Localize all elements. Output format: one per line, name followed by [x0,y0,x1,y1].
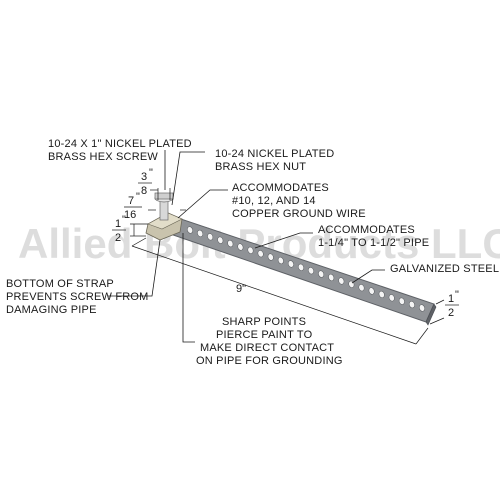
dim-screw-width-den: 8 [141,185,147,197]
strap-hole [207,233,214,241]
wire-label-line3: COPPER GROUND WIRE [232,208,366,220]
strap-hole [328,273,335,282]
grounding-strap [148,217,437,326]
leader-lines [108,150,385,343]
dim-strap-right-den: 2 [448,307,454,319]
callouts: 10-24 X 1" NICKEL PLATED BRASS HEX SCREW… [6,138,499,367]
strap-holes [187,226,425,312]
strap-hole [217,236,224,244]
material-label: GALVANIZED STEEL [390,263,499,275]
dim-strap-right-unit: " [455,289,459,301]
strap-hole [338,277,345,285]
bottom-label-line3: DAMAGING PIPE [6,304,97,316]
dim-strap-width-left: 1 " 2 [112,214,126,244]
strap-hole [419,304,425,312]
strap-hole [247,246,254,254]
nut-label-line1: 10-24 NICKEL PLATED [215,148,334,160]
strap-hole [318,270,325,278]
strap-hole [368,287,375,295]
nut-label-line2: BRASS HEX NUT [215,161,306,173]
wire-label-line2: #10, 12, AND 14 [232,195,316,207]
dim-screw-width: 3 " 8 [138,167,153,197]
pipe-label-line2: 1-1/4" TO 1-1/2" PIPE [318,237,429,249]
strap-hole [398,297,405,305]
dim-nut-width: 7 " 16 [124,191,142,221]
dimension-lines [130,188,445,345]
strap-hole [257,250,264,258]
strap-hole [287,260,294,268]
hex-nut [145,212,183,241]
strap-hole [187,226,193,234]
strap-hole [308,267,314,275]
screw-label-line2: BRASS HEX SCREW [48,151,158,163]
points-label-line3: MAKE DIRECT CONTACT [200,342,334,354]
strap-hole [237,243,244,251]
bottom-label-line2: PREVENTS SCREW FROM [6,291,149,303]
strap-hole [408,301,415,309]
dim-strap-left-unit: " [122,214,126,226]
dim-screw-width-num: 3 [141,171,147,183]
strap-hole [298,263,304,271]
dim-strap-left-den: 2 [115,232,121,244]
dim-nut-width-unit: " [136,191,140,203]
points-label-line4: ON PIPE FOR GROUNDING [196,355,343,367]
wire-label-line1: ACCOMMODATES [232,182,329,194]
points-label-line2: PIERCE PAINT TO [216,329,313,341]
screw-label-line1: 10-24 X 1" NICKEL PLATED [48,138,192,150]
strap-hole [197,229,204,237]
dimension-labels: 3 " 8 7 " 16 1 " 2 9" 1 " 2 [112,167,459,319]
dim-strap-width-right: 1 " 2 [445,289,459,319]
strap-hole [388,294,395,302]
strap-hole [267,253,274,261]
strap-hole [378,290,385,298]
dim-nut-width-num: 7 [128,195,134,207]
pipe-label-line1: ACCOMMODATES [318,224,415,236]
strap-hole [227,240,234,248]
dim-strap-right-num: 1 [448,293,454,305]
bottom-label-line1: BOTTOM OF STRAP [6,278,114,290]
strap-hole [358,284,365,292]
strap-edge [425,303,437,326]
dim-screw-width-unit: " [149,167,153,179]
dim-nut-width-den: 16 [124,209,136,221]
strap-hole [277,256,284,265]
points-label-line1: SHARP POINTS [222,316,306,328]
dim-strap-length: 9" [236,283,246,295]
dim-strap-left-num: 1 [115,218,121,230]
